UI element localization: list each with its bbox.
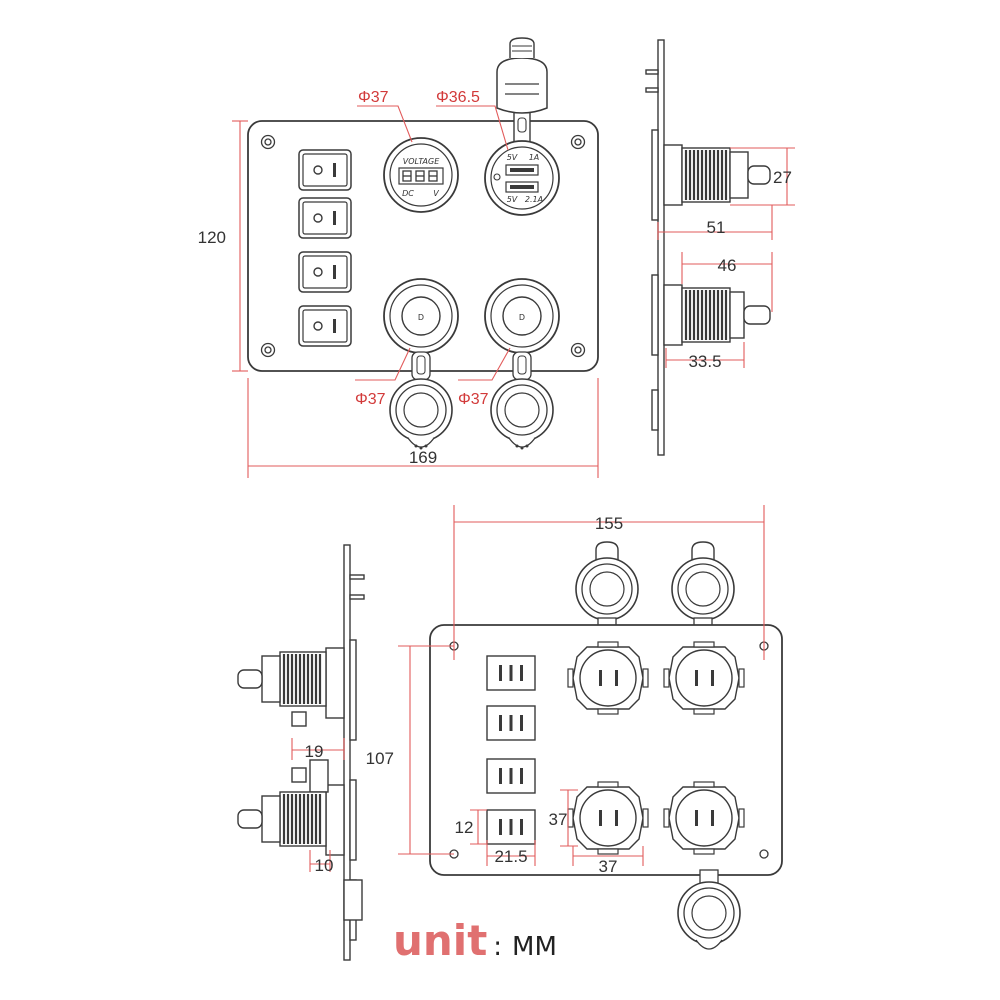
voltmeter-display xyxy=(398,167,444,185)
front-height-label: 120 xyxy=(198,228,226,247)
side-connector xyxy=(681,287,771,343)
usb-port-icon xyxy=(505,164,539,176)
rocker-switch xyxy=(298,251,352,293)
back-view: 155 107 12 21.5 37 37 xyxy=(366,505,783,950)
side-height-label: 27 xyxy=(773,168,792,187)
back-switch xyxy=(486,758,536,794)
socket-left: D xyxy=(383,278,459,450)
side-view-top: 51 27 46 33.5 xyxy=(645,39,795,456)
side-connector xyxy=(681,147,771,203)
socket-left-diameter-label: Φ37 xyxy=(355,391,386,408)
side-bottom-dimensions xyxy=(291,738,345,872)
back-height-label: 107 xyxy=(366,749,394,768)
side-depth-short-label: 33.5 xyxy=(688,352,721,371)
svg-text:unit:MM: unit: MM xyxy=(393,916,557,965)
side-top-dimensions xyxy=(657,147,795,368)
voltmeter: VOLTAGE DC V xyxy=(383,137,459,213)
back-switch xyxy=(486,705,536,741)
unit-label: unit: MM xyxy=(393,916,557,965)
back-switch-height-label: 12 xyxy=(455,818,474,837)
socket-right-diameter-label: Φ37 xyxy=(458,391,489,408)
unit-separator: : xyxy=(493,932,502,962)
side-view-bottom: 19 10 xyxy=(237,544,365,961)
usb-diameter-label: Φ36.5 xyxy=(436,89,480,106)
side-gap-label: 19 xyxy=(305,742,324,761)
side-connector xyxy=(237,791,327,847)
unit-word: unit xyxy=(393,916,487,965)
voltmeter-dc: DC xyxy=(402,189,414,198)
side-tab-label: 10 xyxy=(315,856,334,875)
back-switch-width-label: 21.5 xyxy=(494,847,527,866)
rocker-switch xyxy=(298,197,352,239)
voltmeter-title: VOLTAGE xyxy=(403,157,441,166)
usb-port1-voltage: 5V xyxy=(507,153,518,162)
back-socket-width-label: 37 xyxy=(599,857,618,876)
socket-cap-icon xyxy=(389,378,453,442)
socket-right: D xyxy=(484,278,560,450)
unit-value: MM xyxy=(512,932,557,962)
usb-port1-current: 1A xyxy=(529,153,540,162)
socket-symbol: D xyxy=(418,313,424,322)
back-switch xyxy=(486,655,536,691)
socket-cap-icon xyxy=(490,378,554,442)
back-switch xyxy=(486,809,536,845)
usb-port2-current: 2.1A xyxy=(525,195,543,204)
back-width-label: 155 xyxy=(595,514,623,533)
front-width-label: 169 xyxy=(409,448,437,467)
rocker-switch xyxy=(298,149,352,191)
mount-hole-icon xyxy=(759,849,769,859)
voltmeter-unit: V xyxy=(433,189,439,198)
back-socket-height-label: 37 xyxy=(549,810,568,829)
front-dimensions xyxy=(232,105,599,478)
side-depth-total-label: 51 xyxy=(707,218,726,237)
front-view: VOLTAGE DC V 5V 1A xyxy=(198,37,599,478)
usb-port2-voltage: 5V xyxy=(507,195,518,204)
socket-cap-icon xyxy=(677,869,741,950)
socket-symbol: D xyxy=(519,313,525,322)
side-connector xyxy=(237,651,327,707)
voltmeter-diameter-label: Φ37 xyxy=(358,89,389,106)
back-dimensions xyxy=(398,505,765,866)
side-depth-body-label: 46 xyxy=(718,256,737,275)
rocker-switch xyxy=(298,305,352,347)
usb-charger: 5V 1A 5V 2.1A xyxy=(484,37,560,216)
segment-digits xyxy=(402,170,438,182)
usb-port-icon xyxy=(505,181,539,193)
